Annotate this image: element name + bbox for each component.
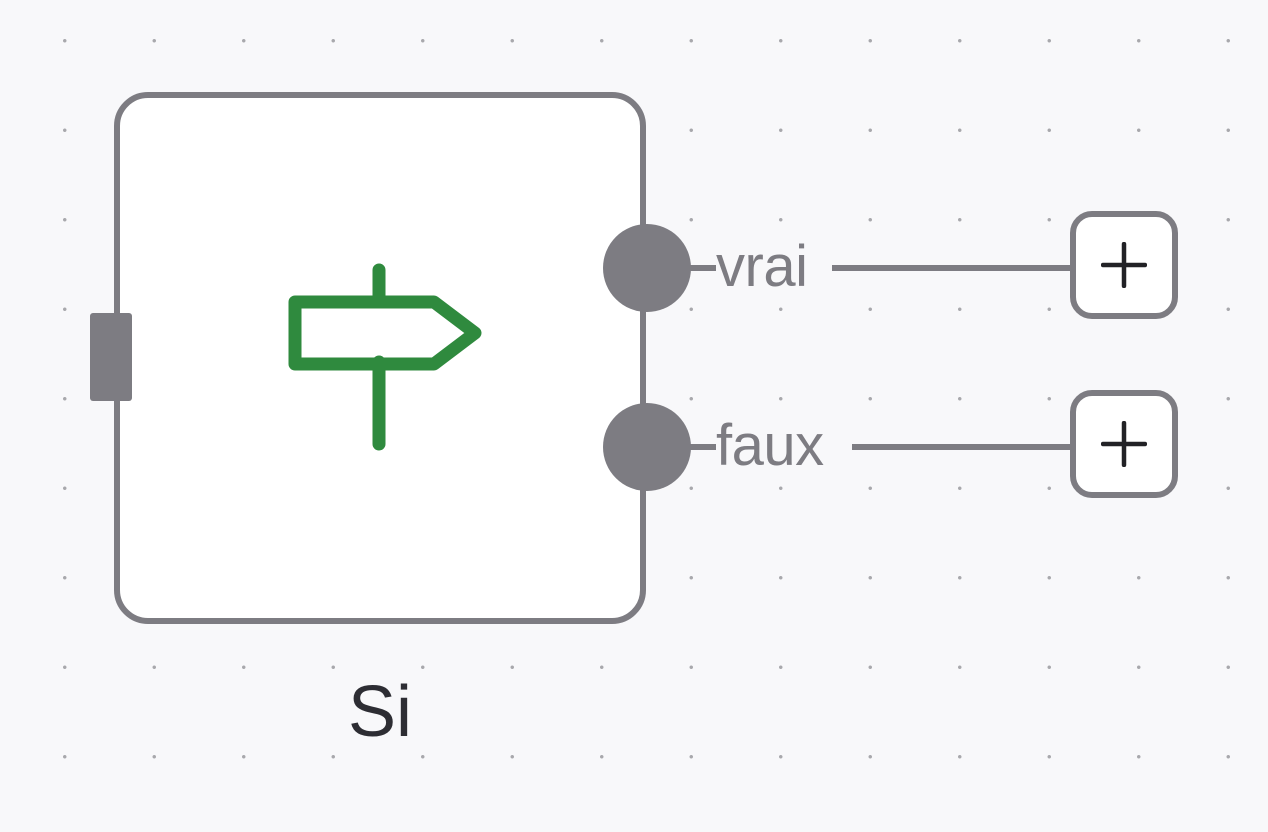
connector-false-to-add xyxy=(852,444,1072,450)
add-node-button-true[interactable] xyxy=(1070,211,1178,319)
signpost-icon xyxy=(288,263,482,451)
branch-label-true: vrai xyxy=(716,234,808,299)
connector-false xyxy=(690,444,716,450)
plus-icon xyxy=(1101,242,1147,288)
plus-icon xyxy=(1101,421,1147,467)
node-title: Si xyxy=(347,672,413,752)
output-handle-true[interactable] xyxy=(603,224,691,312)
output-handle-false[interactable] xyxy=(603,403,691,491)
connector-true xyxy=(690,265,716,271)
add-node-button-false[interactable] xyxy=(1070,390,1178,498)
input-handle[interactable] xyxy=(90,313,132,401)
connector-true-to-add xyxy=(832,265,1072,271)
branch-label-false: faux xyxy=(716,413,824,478)
